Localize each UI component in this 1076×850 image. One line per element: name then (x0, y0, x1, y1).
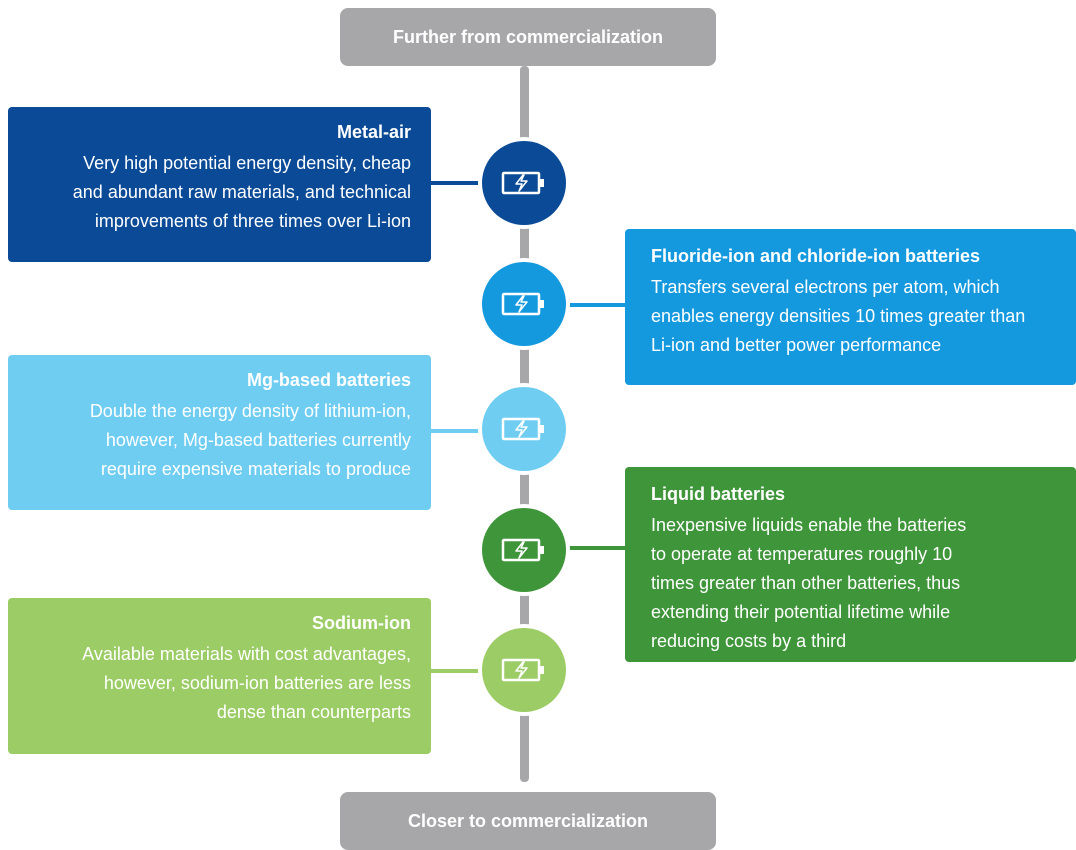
liquid-desc-line-3: times greater than other batteries, thus (651, 573, 961, 593)
mg-based-connector (431, 429, 486, 433)
battery-charging-icon (501, 657, 547, 683)
mg-desc-line-2: however, Mg-based batteries currently (105, 430, 411, 450)
closer-to-commercialization-label: Closer to commercialization (340, 792, 716, 850)
liquid-batteries-node (482, 508, 566, 592)
fluoride-chloride-ion-card: Fluoride-ion and chloride-ion batteries … (625, 229, 1076, 385)
metal-air-card: Metal-air Very high potential energy den… (8, 107, 431, 262)
battery-charging-icon (501, 416, 547, 442)
metal-air-description: Very high potential energy density, chea… (28, 149, 411, 236)
sodium-ion-node (482, 628, 566, 712)
liquid-desc-line-5: reducing costs by a third (651, 631, 847, 651)
mg-based-title: Mg-based batteries (246, 370, 411, 390)
sodium-ion-card: Sodium-ion Available materials with cost… (8, 598, 431, 754)
sodium-ion-description: Available materials with cost advantages… (28, 640, 411, 727)
fluoride-chloride-ion-description: Transfers several electrons per atom, wh… (651, 273, 1062, 360)
battery-charging-icon (501, 291, 547, 317)
sodium-desc-line-2: however, sodium-ion batteries are less (103, 673, 411, 693)
liquid-desc-line-2: to operate at temperatures roughly 10 (651, 544, 953, 564)
liquid-batteries-connector (562, 546, 625, 550)
fluoride-desc-line-3: Li-ion and better power performance (651, 335, 942, 355)
sodium-ion-title: Sodium-ion (312, 613, 411, 633)
fluoride-chloride-ion-node (482, 262, 566, 346)
fluoride-chloride-ion-connector (562, 303, 625, 307)
liquid-batteries-description: Inexpensive liquids enable the batteries… (651, 511, 1062, 656)
liquid-batteries-title: Liquid batteries (651, 484, 786, 504)
further-from-commercialization-label: Further from commercialization (340, 8, 716, 66)
fluoride-desc-line-1: Transfers several electrons per atom, wh… (651, 277, 1000, 297)
metal-air-title: Metal-air (336, 122, 411, 142)
metal-air-desc-line-3: improvements of three times over Li-ion (94, 211, 411, 231)
metal-air-node (482, 141, 566, 225)
sodium-desc-line-1: Available materials with cost advantages… (82, 644, 411, 664)
liquid-batteries-card: Liquid batteries Inexpensive liquids ena… (625, 467, 1076, 662)
mg-desc-line-1: Double the energy density of lithium-ion… (89, 401, 411, 421)
mg-based-node (482, 387, 566, 471)
metal-air-desc-line-2: and abundant raw materials, and technica… (72, 182, 411, 202)
fluoride-chloride-ion-title: Fluoride-ion and chloride-ion batteries (651, 246, 981, 266)
liquid-desc-line-4: extending their potential lifetime while (651, 602, 951, 622)
mg-based-card: Mg-based batteries Double the energy den… (8, 355, 431, 510)
liquid-desc-line-1: Inexpensive liquids enable the batteries (651, 515, 967, 535)
fluoride-desc-line-2: enables energy densities 10 times greate… (651, 306, 1026, 326)
battery-charging-icon (501, 537, 547, 563)
sodium-desc-line-3: dense than counterparts (216, 702, 411, 722)
sodium-ion-connector (431, 669, 486, 673)
metal-air-desc-line-1: Very high potential energy density, chea… (83, 153, 411, 173)
metal-air-connector (431, 181, 486, 185)
battery-charging-icon (501, 170, 547, 196)
mg-desc-line-3: require expensive materials to produce (100, 459, 411, 479)
mg-based-description: Double the energy density of lithium-ion… (28, 397, 411, 484)
